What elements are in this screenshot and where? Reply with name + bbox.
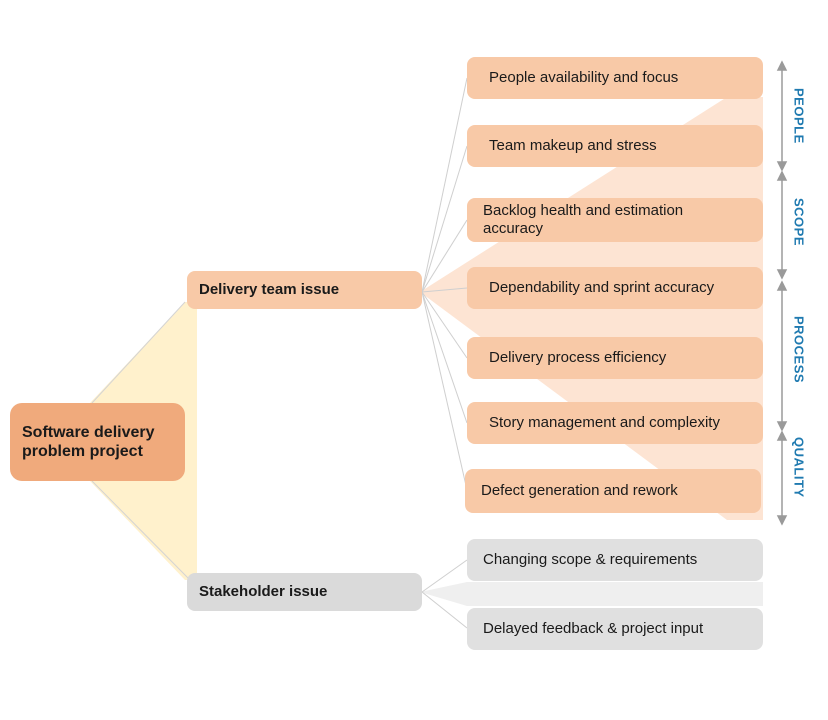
leaf-label: Story management and complexity [489, 414, 720, 431]
leaf-changing-scope: Changing scope & requirements [467, 539, 763, 581]
quality-arrow-head-down [776, 515, 788, 526]
leaf-label: Backlog health and estimation accuracy [483, 202, 684, 237]
category-people-label: PEOPLE [791, 88, 807, 144]
leaf-defect-generation: Defect generation and rework [465, 469, 761, 513]
connector-stakeholder-leaf-2 [421, 591, 468, 629]
delivery-team-issue-node: Delivery team issue [187, 271, 422, 309]
connector-root-stakeholder [91, 480, 191, 581]
leaf-label: Changing scope & requirements [483, 551, 698, 568]
leaf-backlog-health: Backlog health and estimation accuracy [467, 198, 763, 242]
leaf-label: People availability and focus [489, 69, 679, 86]
people-arrow-head-up [776, 60, 788, 71]
category-process-label: PROCESS [791, 316, 807, 384]
leaf-delayed-feedback: Delayed feedback & project input [467, 608, 763, 650]
quality-arrow-head-up [776, 430, 788, 441]
connector-delivery-leaf-7 [421, 291, 468, 491]
leaf-dependability: Dependability and sprint accuracy [467, 267, 763, 309]
connector-root-delivery [91, 301, 186, 404]
leaf-label: Team makeup and stress [489, 137, 657, 154]
connector-stakeholder-leaf-1 [421, 559, 468, 593]
connector-delivery-leaf-1 [421, 77, 468, 293]
scope-arrow-head-up [776, 170, 788, 181]
leaf-people-availability: People availability and focus [467, 57, 763, 99]
leaf-label: Delayed feedback & project input [483, 620, 704, 637]
connector-delivery-leaf-2 [421, 145, 468, 293]
people-arrow-head-down [776, 161, 788, 172]
delivery-team-issue-label: Delivery team issue [199, 281, 340, 298]
leaf-team-makeup: Team makeup and stress [467, 125, 763, 167]
leaf-label: Defect generation and rework [481, 482, 678, 499]
leaf-story-management: Story management and complexity [467, 402, 763, 444]
category-quality-label: QUALITY [791, 437, 807, 498]
category-scope-label: SCOPE [791, 198, 807, 247]
process-arrow-head-up [776, 280, 788, 291]
leaf-label: Delivery process efficiency [489, 349, 667, 366]
stakeholder-issue-node: Stakeholder issue [187, 573, 422, 611]
root-node-label: Software delivery problem project [22, 423, 155, 460]
leaf-delivery-process: Delivery process efficiency [467, 337, 763, 379]
connector-delivery-leaf-4 [421, 287, 468, 293]
stakeholder-issue-label: Stakeholder issue [199, 583, 328, 600]
connector-delivery-leaf-5 [421, 291, 468, 359]
connector-delivery-leaf-3 [421, 219, 468, 293]
connector-delivery-leaf-6 [421, 291, 468, 424]
root-node: Software delivery problem project [10, 403, 185, 481]
scope-arrow-head-down [776, 269, 788, 280]
leaf-label: Dependability and sprint accuracy [489, 279, 715, 296]
stakeholder-highlight-band [420, 582, 763, 606]
process-arrow-head-down [776, 421, 788, 432]
